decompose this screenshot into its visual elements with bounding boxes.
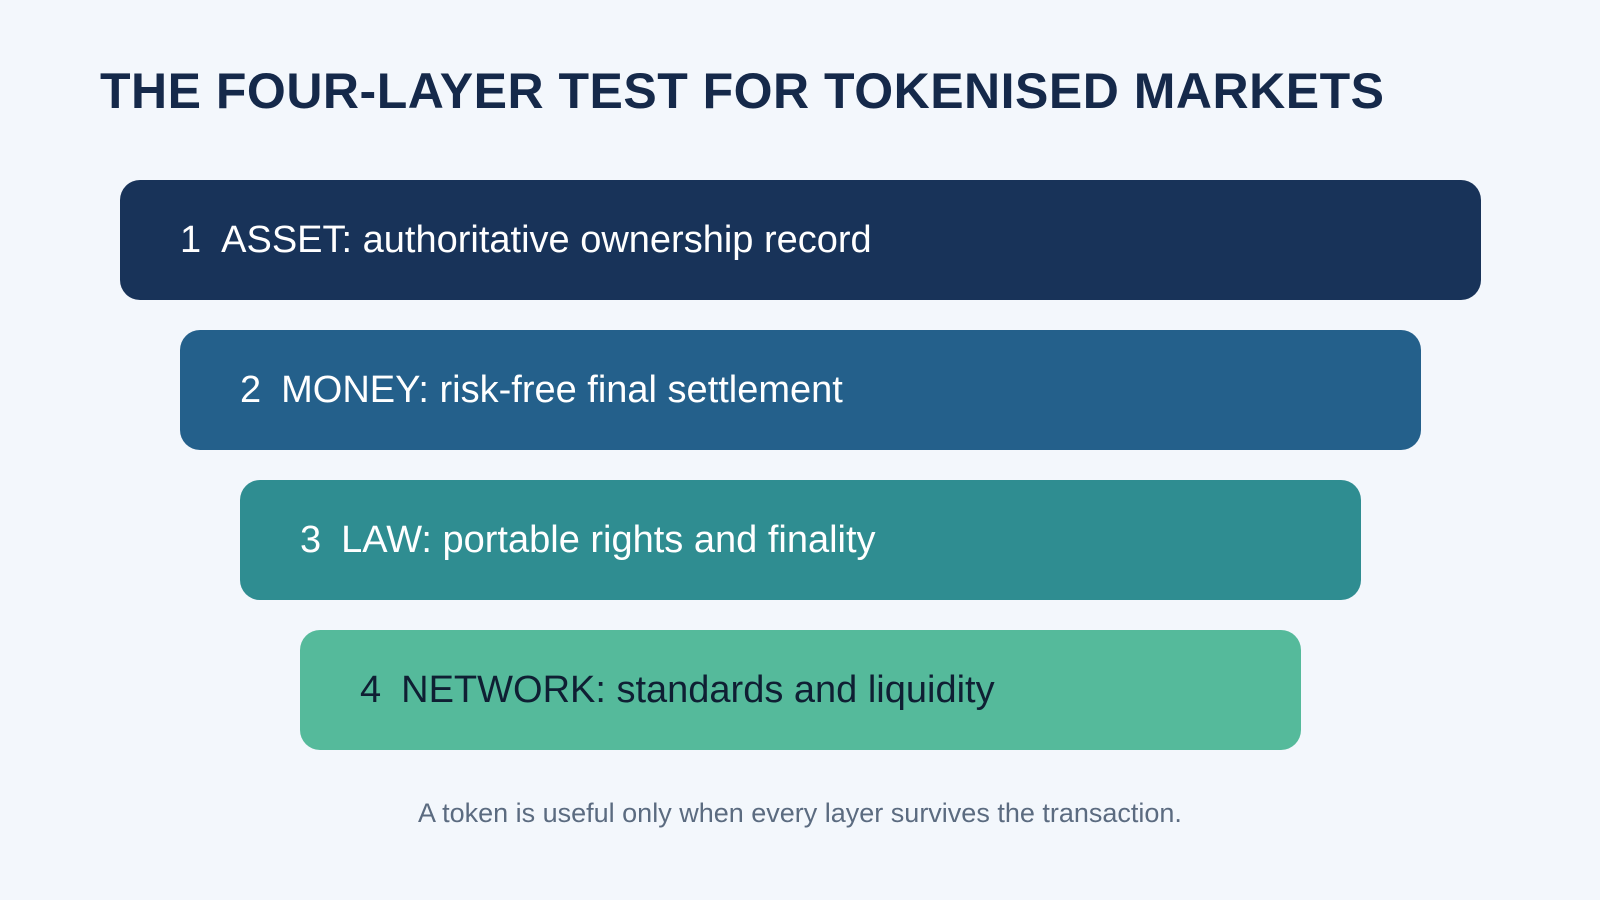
layer-label: NETWORK: standards and liquidity	[401, 668, 995, 711]
layer-number: 1	[180, 218, 202, 261]
layer-label: LAW: portable rights and finality	[341, 518, 876, 561]
layer-number: 4	[360, 668, 382, 711]
layer-number: 3	[300, 518, 322, 561]
layer-money: 2 MONEY: risk-free final settlement	[180, 330, 1421, 450]
layer-asset: 1 ASSET: authoritative ownership record	[120, 180, 1481, 300]
footer-caption: A token is useful only when every layer …	[418, 798, 1182, 828]
layer-number: 2	[240, 368, 262, 411]
layer-law: 3 LAW: portable rights and finality	[240, 480, 1361, 600]
page-title: THE FOUR-LAYER TEST FOR TOKENISED MARKET…	[100, 63, 1385, 119]
layer-network: 4 NETWORK: standards and liquidity	[300, 630, 1301, 750]
layer-label: ASSET: authoritative ownership record	[221, 218, 872, 261]
layer-label: MONEY: risk-free final settlement	[281, 368, 843, 411]
